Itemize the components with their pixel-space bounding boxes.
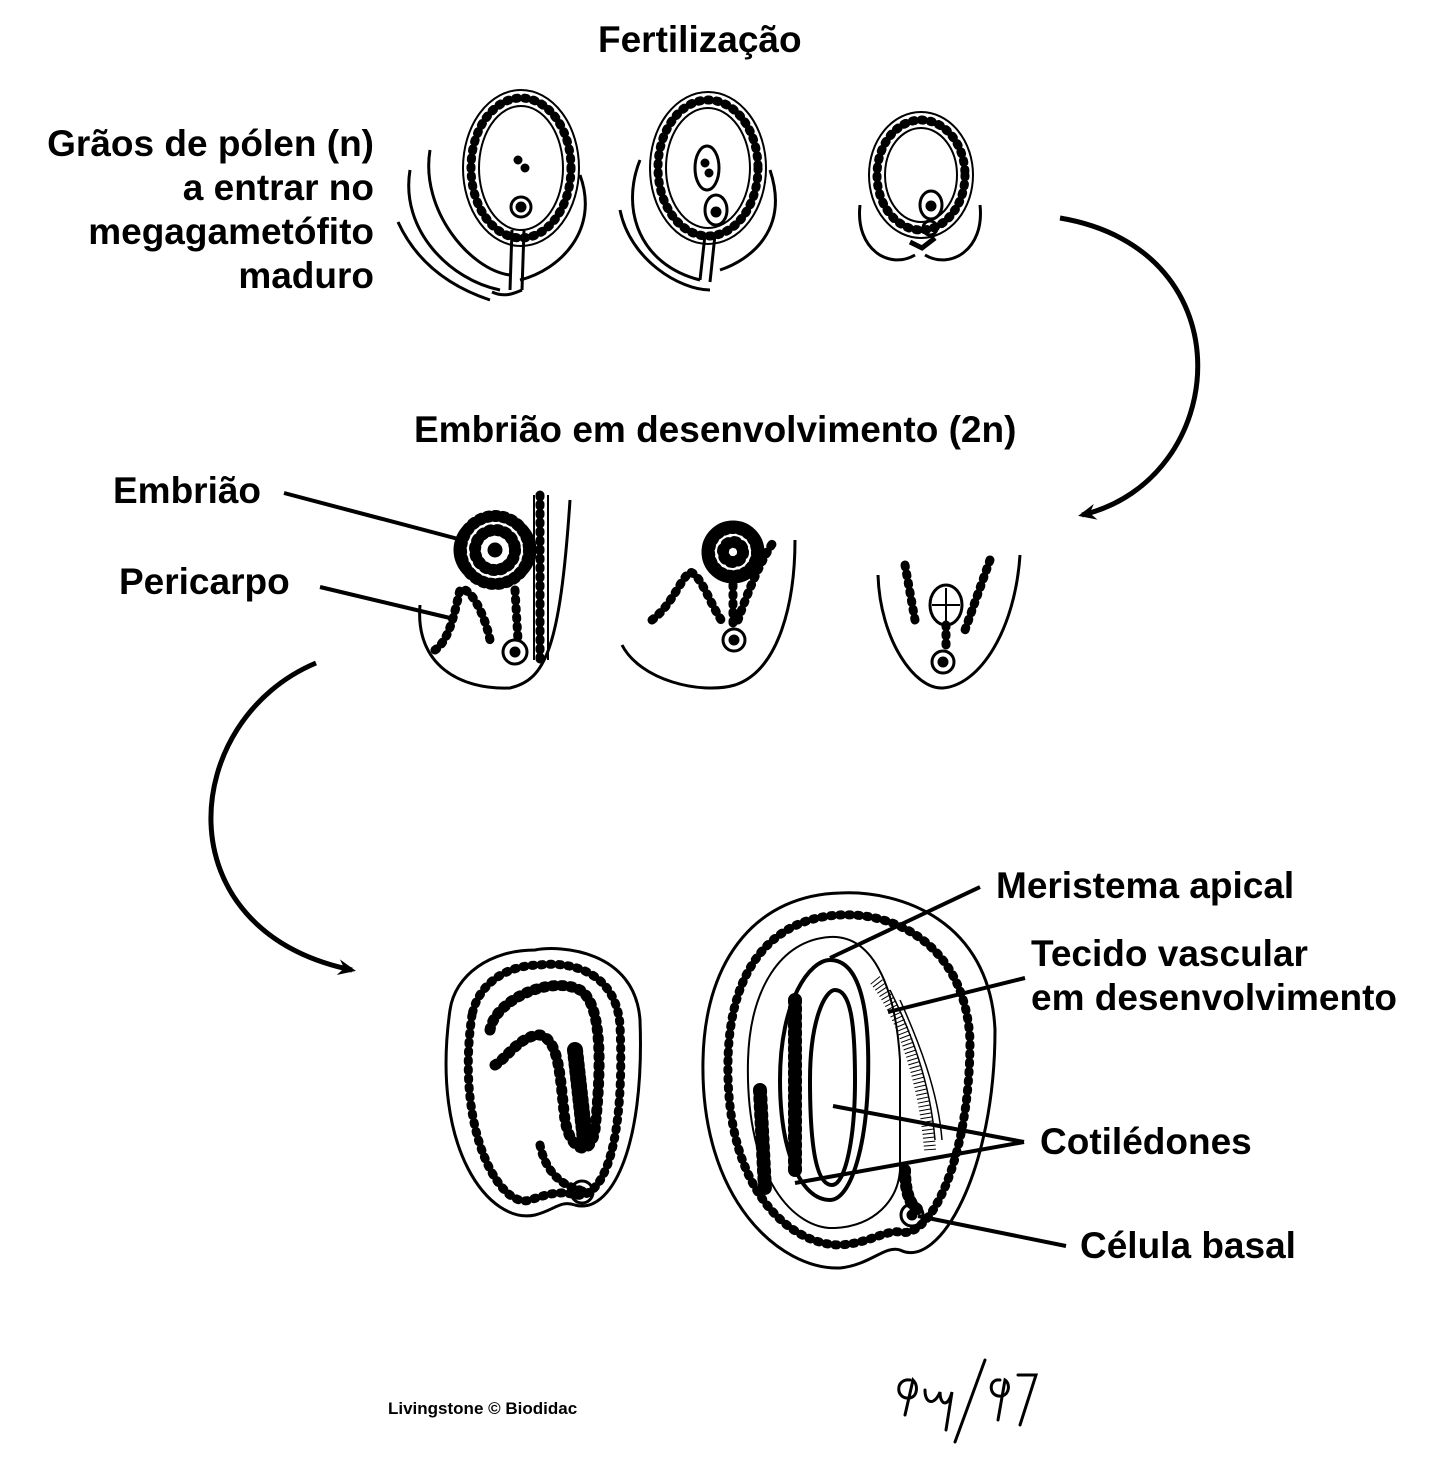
pollen-label-line-2: a entrar no	[182, 167, 374, 208]
cotyledons-label: Cotilédones	[1040, 1121, 1252, 1162]
apical-meristem-leader-line	[829, 885, 981, 960]
pericarp-leader-line	[319, 585, 451, 620]
vascular-tissue-leader-line	[887, 976, 1026, 1014]
credit-text: Livingstone © Biodidac	[388, 1399, 578, 1418]
arrow-embryo-to-seed	[208, 660, 356, 975]
embryo-label: Embrião	[113, 470, 262, 511]
ovule-3	[858, 111, 982, 262]
basal-cell-leader-line	[917, 1214, 1067, 1248]
pollen-label-line-3: megagametófito	[88, 211, 374, 252]
cotyledons-leader-line-2	[794, 1140, 1025, 1185]
pollen-label: Grãos de pólen (n) a entrar no megagamet…	[0, 122, 374, 298]
pollen-label-line-4: maduro	[238, 255, 374, 296]
fertilization-title: Fertilização	[598, 19, 802, 60]
developing-embryo-2	[620, 520, 797, 690]
developing-embryo-3	[876, 554, 1022, 690]
pollen-label-line-1: Grãos de pólen (n)	[47, 123, 374, 164]
developing-embryo-title: Embrião em desenvolvimento (2n)	[414, 409, 1017, 450]
vascular-label-line-1: Tecido vascular	[1031, 933, 1308, 974]
developing-embryo-1	[418, 490, 572, 690]
handwritten-signature	[897, 1358, 1039, 1444]
ovule-1	[396, 89, 587, 302]
ovule-2	[618, 91, 777, 292]
pericarp-label: Pericarpo	[119, 561, 290, 602]
vascular-tissue-label: Tecido vascular em desenvolvimento	[1031, 932, 1397, 1020]
basal-cell-label: Célula basal	[1080, 1225, 1296, 1266]
embryo-leader-line	[283, 491, 463, 542]
arrow-fertilization-to-embryo	[1059, 215, 1201, 520]
seed-small	[444, 947, 642, 1218]
seed-large	[701, 891, 997, 1270]
apical-meristem-label: Meristema apical	[996, 865, 1295, 906]
vascular-label-line-2: em desenvolvimento	[1031, 977, 1398, 1018]
